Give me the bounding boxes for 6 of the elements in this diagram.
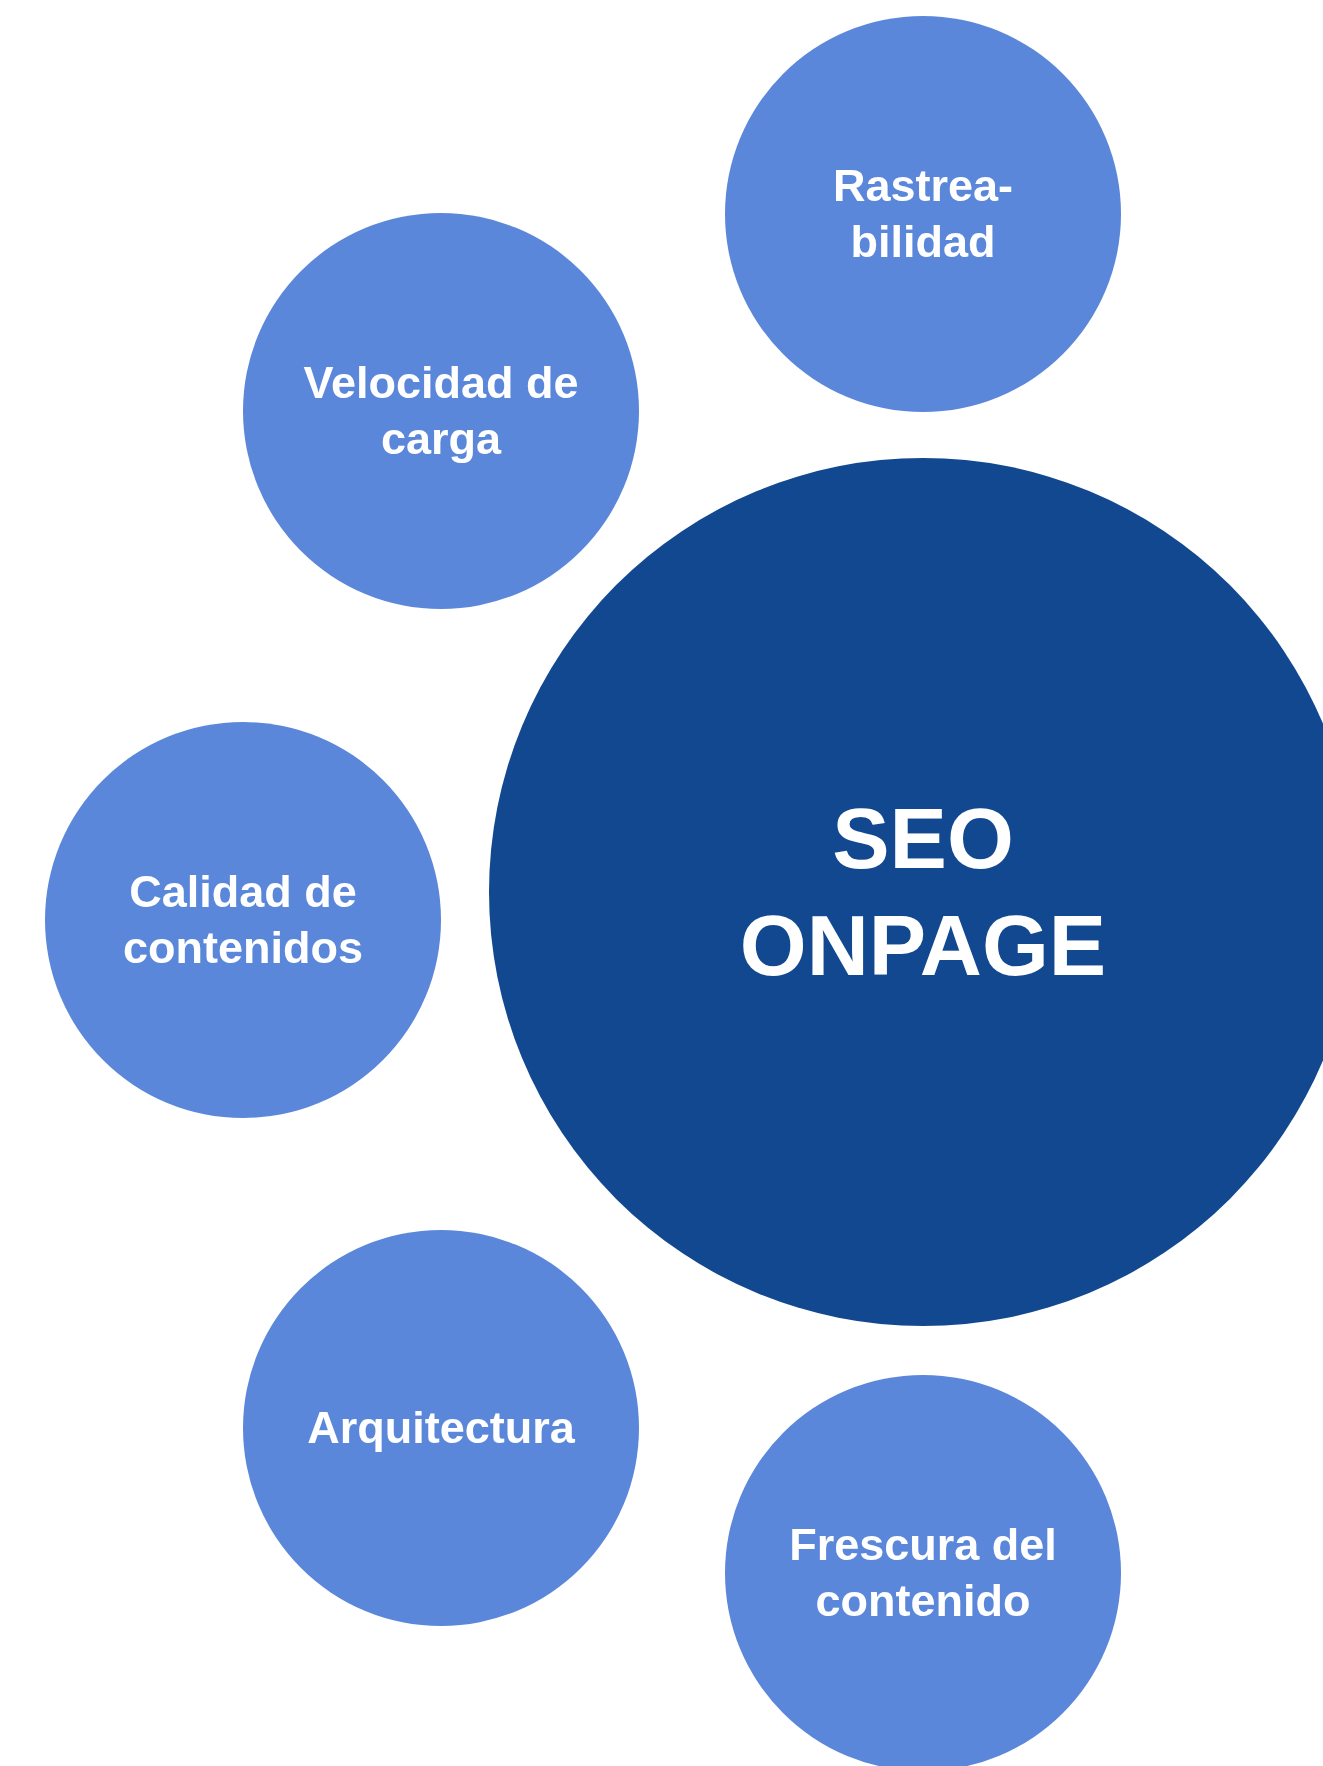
topic-label: Calidad de contenidos — [122, 864, 364, 975]
topic-label: Frescura del contenido — [788, 1517, 1058, 1628]
topic-label: Rastrea- bilidad — [831, 158, 1015, 269]
topic-label: Arquitectura — [307, 1400, 575, 1455]
title-label: SEO ONPAGE — [738, 788, 1108, 995]
topic-label: Velocidad de carga — [302, 355, 580, 466]
